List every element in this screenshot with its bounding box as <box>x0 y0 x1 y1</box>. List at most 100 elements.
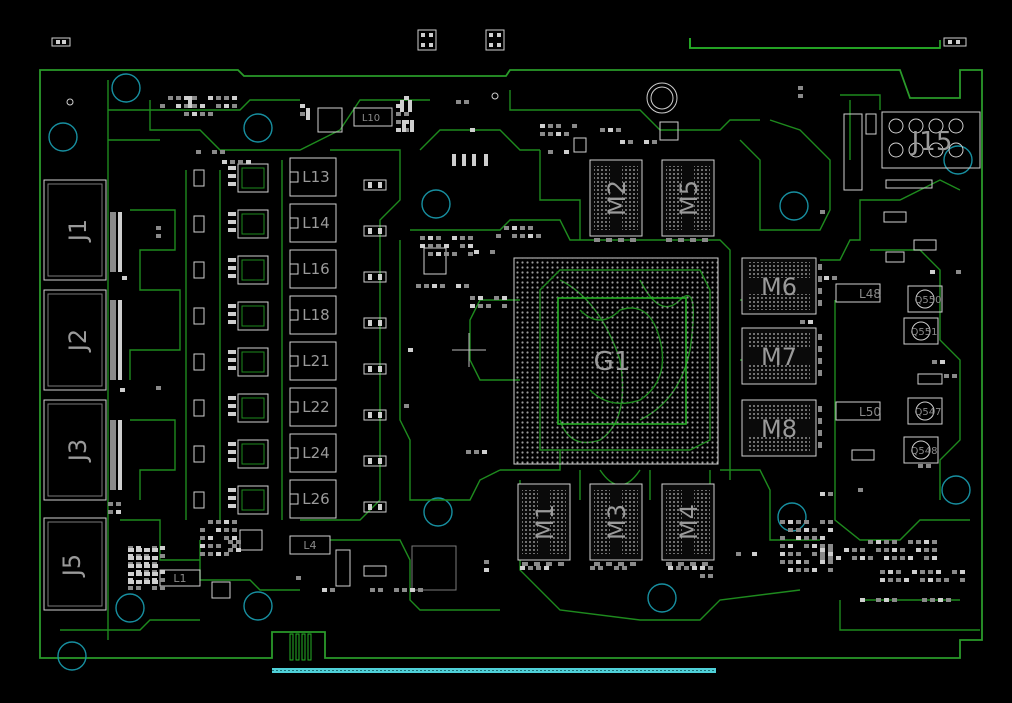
output-connectors: J1 J2 J3 J5 <box>43 179 122 611</box>
resistor-pad <box>136 572 142 576</box>
memory-chip: M3 <box>589 483 643 566</box>
memory-label: M6 <box>761 273 797 301</box>
vrm-phase: L22 <box>193 387 387 427</box>
passive-cluster <box>736 552 757 556</box>
passive-cluster <box>620 140 657 144</box>
vrm-phase: L21 <box>193 341 387 381</box>
memory-chip: M8 <box>741 399 822 457</box>
svg-text:Q548: Q548 <box>911 446 938 457</box>
resistor-pad <box>408 100 412 112</box>
mounting-holes <box>48 73 973 671</box>
inductor-label: L16 <box>302 260 329 278</box>
resistor-pad <box>152 556 158 560</box>
copper-traces <box>60 38 980 640</box>
passive-cluster <box>600 128 621 132</box>
connector-j3: J3 <box>43 399 107 501</box>
resistor-pad <box>152 580 158 584</box>
resistor-pad <box>152 564 158 568</box>
resistor-pad <box>462 154 466 166</box>
resistor-pad <box>452 154 456 166</box>
passive-cluster <box>122 276 127 280</box>
connector-j1: J1 <box>43 179 107 281</box>
memory-chip: M7 <box>741 327 822 385</box>
passive-cluster <box>196 150 225 154</box>
resistor-pad <box>136 556 142 560</box>
passive-cluster <box>404 404 409 408</box>
passive-cluster <box>820 548 865 560</box>
passive-components <box>108 86 965 661</box>
passive-cluster <box>416 284 469 288</box>
passive-cluster <box>300 104 305 116</box>
vrm-phase: L14 <box>193 203 387 243</box>
passive-cluster <box>800 320 813 324</box>
passive-cluster <box>474 250 495 254</box>
resistor-pad <box>128 556 134 560</box>
svg-text:J2: J2 <box>64 329 92 353</box>
gpu-g1: G1 <box>452 257 719 465</box>
memory-label: M5 <box>675 180 703 216</box>
memory-chip: M1 <box>517 483 571 566</box>
svg-text:L1: L1 <box>173 572 186 585</box>
resistor-pad <box>144 564 150 568</box>
passive-cluster <box>520 566 549 570</box>
inductor-label: L22 <box>302 398 329 416</box>
svg-text:L50: L50 <box>859 405 881 419</box>
resistor-pad <box>136 580 142 584</box>
right-power-components: L48 L50 Q550 Q551 Q547 Q548 <box>835 211 943 464</box>
memory-label: M2 <box>603 180 631 216</box>
memory-label: M7 <box>761 343 797 371</box>
resistor-pad <box>410 120 414 132</box>
passive-cluster <box>930 270 935 274</box>
power-connector-j15: J15 <box>843 111 981 191</box>
passive-cluster <box>820 210 825 214</box>
passive-cluster <box>700 566 713 578</box>
connector-pin-rows <box>110 212 122 490</box>
connector-j2: J2 <box>43 289 107 391</box>
resistor-pad <box>400 100 404 112</box>
passive-cluster <box>496 226 541 238</box>
edge-trace <box>295 633 300 661</box>
svg-text:L48: L48 <box>859 287 881 301</box>
svg-text:J15: J15 <box>910 127 953 157</box>
passive-cluster <box>408 348 413 352</box>
resistor-pad <box>144 556 150 560</box>
capacitor-footprint <box>363 565 387 577</box>
resistor-pad <box>484 154 488 166</box>
vrm-phase: L16 <box>193 249 387 289</box>
svg-text:G1: G1 <box>594 347 631 377</box>
memory-label: M8 <box>761 415 797 443</box>
resistor-pad <box>128 564 134 568</box>
resistor-pad <box>144 580 150 584</box>
passive-cluster <box>296 576 301 580</box>
vrm-phase: L24 <box>193 433 387 473</box>
resistor-pad <box>128 548 134 552</box>
passive-cluster <box>932 360 945 364</box>
edge-trace <box>301 633 306 661</box>
resistor-pad <box>128 580 134 584</box>
resistor-pad <box>144 572 150 576</box>
passive-cluster <box>420 236 473 256</box>
inductor-label: L14 <box>302 214 329 232</box>
passive-cluster <box>820 492 833 496</box>
vrm-phase: L26 <box>193 479 387 519</box>
inductor-label: L18 <box>302 306 329 324</box>
memory-chip: M5 <box>661 159 715 242</box>
passive-cluster <box>370 588 423 592</box>
inductor-label: L13 <box>302 168 329 186</box>
svg-text:J3: J3 <box>64 439 92 463</box>
passive-cluster <box>160 96 237 108</box>
passive-cluster <box>470 128 475 132</box>
passive-cluster <box>120 388 125 392</box>
resistor-pad <box>136 548 142 552</box>
memory-chip: M2 <box>589 159 643 242</box>
edge-trace <box>307 633 312 661</box>
top-footprints <box>51 29 967 51</box>
vrm-phase: L18 <box>193 295 387 335</box>
passive-cluster <box>956 270 961 274</box>
passive-cluster <box>156 226 161 238</box>
svg-text:J1: J1 <box>64 219 92 243</box>
memory-label: M4 <box>675 504 703 540</box>
